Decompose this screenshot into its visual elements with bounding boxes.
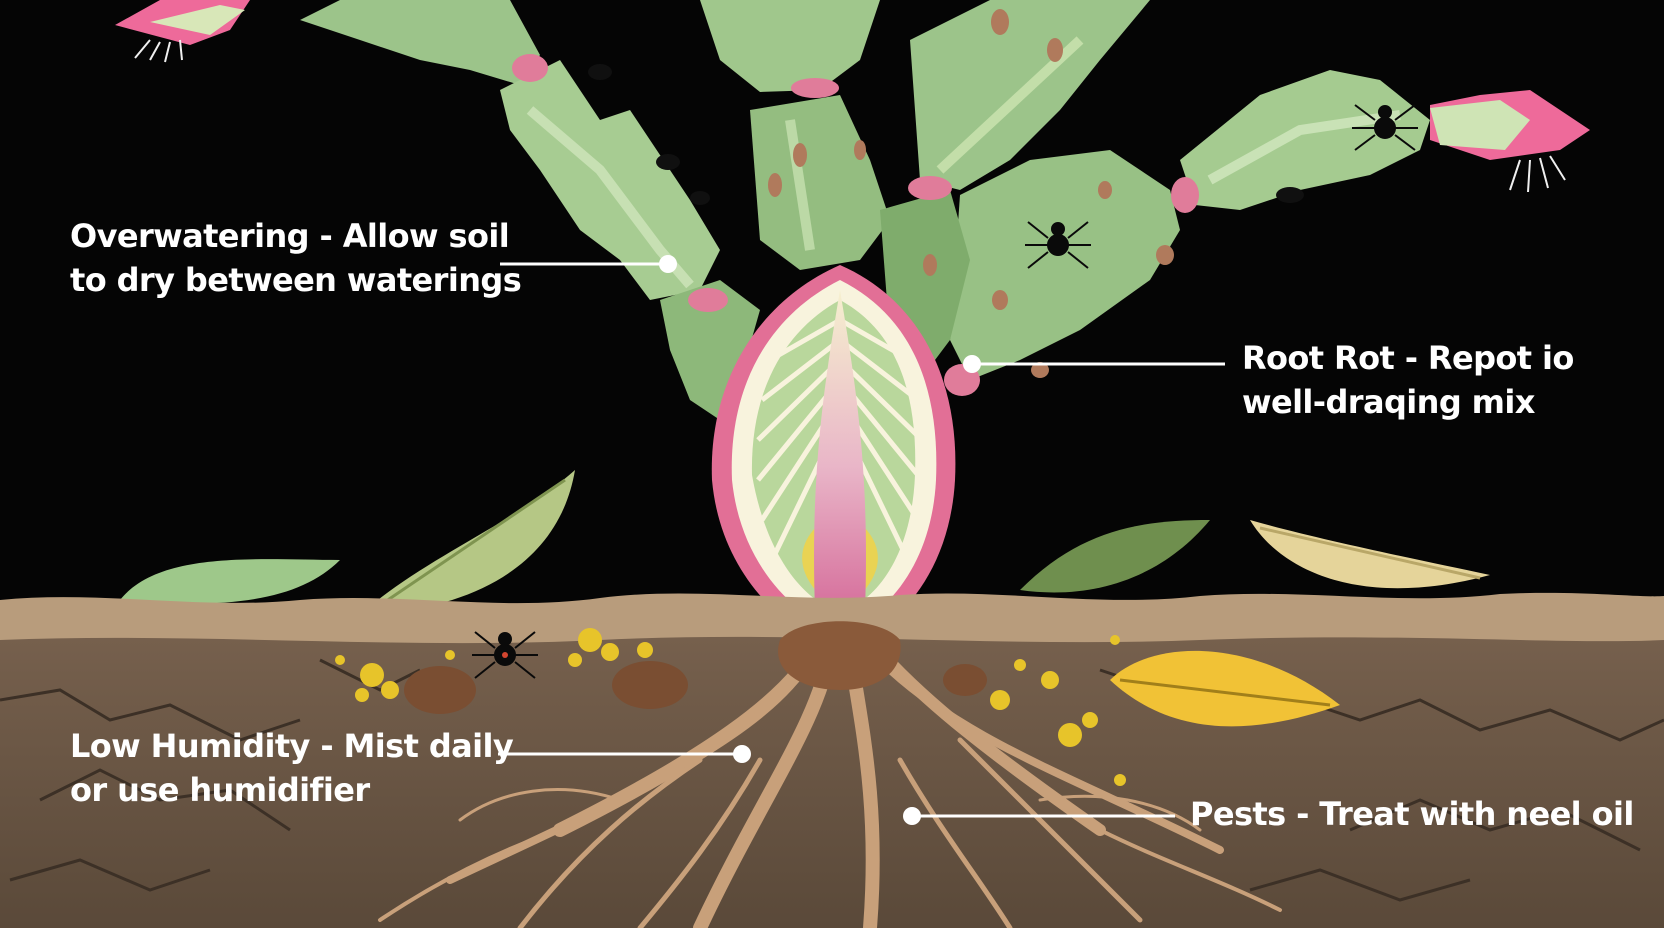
leaf-holes bbox=[588, 64, 1304, 205]
callout-line: Root Rot - Repot io bbox=[1242, 339, 1574, 377]
stem-joint bbox=[1171, 177, 1199, 213]
callout-line: to dry between waterings bbox=[70, 261, 522, 299]
plant-stems bbox=[300, 0, 1430, 420]
flower-bud-icon bbox=[115, 0, 250, 63]
callout-overwatering: Overwatering - Allow soil to dry between… bbox=[70, 214, 522, 302]
leaf-segment bbox=[750, 95, 890, 270]
stem-joint bbox=[791, 78, 839, 98]
leaf-segment bbox=[300, 0, 540, 85]
roots bbox=[378, 633, 1282, 928]
callout-low-humidity: Low Humidity - Mist daily or use humidif… bbox=[70, 724, 514, 812]
callout-line: Low Humidity - Mist daily bbox=[70, 727, 514, 765]
spider-icon bbox=[472, 631, 538, 679]
fallen-leaf-icon bbox=[120, 470, 1490, 615]
spider-icon bbox=[1025, 221, 1091, 269]
callout-pests: Pests - Treat with neel oil bbox=[1190, 792, 1634, 836]
callout-line: Overwatering - Allow soil bbox=[70, 217, 510, 255]
flower-bud-icon bbox=[1430, 90, 1590, 193]
leaf-segment bbox=[700, 0, 880, 92]
stem-joint bbox=[908, 176, 952, 200]
mold-spot-icon bbox=[335, 628, 1126, 786]
callout-line: Pests - Treat with neel oil bbox=[1190, 795, 1634, 833]
callout-line: or use humidifier bbox=[70, 771, 370, 809]
spider-icon bbox=[1352, 104, 1418, 151]
fallen-leaf-icon bbox=[1110, 650, 1340, 727]
stem-joint bbox=[512, 54, 548, 82]
callout-line: well-draqing mix bbox=[1242, 383, 1535, 421]
soil-clump bbox=[404, 661, 987, 714]
stem-joint bbox=[688, 288, 728, 312]
soil bbox=[0, 592, 1664, 928]
callout-root-rot: Root Rot - Repot io well-draqing mix bbox=[1242, 336, 1574, 424]
stem-cross-section bbox=[711, 265, 956, 650]
callout-lines bbox=[498, 255, 1225, 825]
leaf-segment bbox=[1180, 70, 1430, 210]
leaf-segment bbox=[950, 150, 1180, 380]
root-crown bbox=[778, 621, 901, 690]
leaf-spots bbox=[768, 9, 1174, 378]
